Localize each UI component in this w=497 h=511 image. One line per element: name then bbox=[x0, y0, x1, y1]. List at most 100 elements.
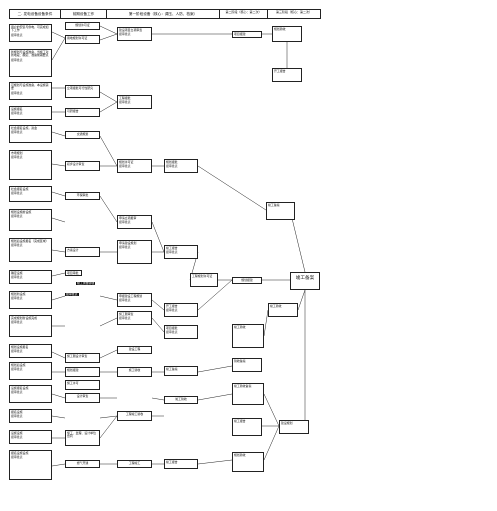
col4-node-2: 竣工报告报审批表 bbox=[164, 245, 198, 259]
node-sub: 报审批表 bbox=[11, 155, 23, 160]
node-sub: 报审批表 bbox=[166, 164, 178, 169]
col1-node-15: 设施报名设施报审批表 bbox=[9, 385, 52, 403]
node-text: 市场规划 bbox=[11, 150, 23, 155]
col2-node-5: 交通规划 bbox=[65, 131, 100, 139]
col3-node-9: 施工验收 bbox=[117, 367, 152, 377]
col2-node-14: 施工、监理、设计单位合同 bbox=[65, 430, 100, 446]
node-sub: 报审批表 bbox=[11, 349, 23, 354]
node-text: 规划设施前设施 bbox=[11, 209, 32, 214]
node-sub: 报审批表 bbox=[166, 330, 178, 335]
col2-node-8: 方案设计 bbox=[65, 247, 100, 257]
node-sub: 报审批表 bbox=[11, 90, 23, 95]
node-text: 项目报批 bbox=[166, 325, 178, 330]
node-sub: 报审批表 bbox=[11, 390, 23, 395]
col1-node-8: 规划设施前设施报审批表 bbox=[9, 209, 52, 231]
black-label-1: 竣工测量验收 bbox=[76, 281, 96, 286]
col2-node-12: 施工许可 bbox=[65, 380, 100, 390]
node-text: 规划设施报名 bbox=[11, 344, 29, 349]
col2-node-9: 项目审批 bbox=[65, 270, 82, 276]
black-label-2: 报审批表 bbox=[65, 292, 79, 297]
node-text: 设施报名 bbox=[11, 106, 23, 111]
col6-node-1: 规划验收 bbox=[272, 26, 302, 42]
header-cell-3: 第一阶段设备（核心：调压、人防、档案） bbox=[106, 9, 220, 19]
node-text: 施工图审查 bbox=[119, 311, 134, 316]
col2-node-4: 可研报告 bbox=[65, 108, 100, 117]
col1-node-2: 新规划与设施准备，当施工对新地段：确定、准备前期要点报审批表 bbox=[9, 49, 52, 77]
col1-node-6: 市场规划报审批表 bbox=[9, 150, 52, 180]
node-text: 报名设施 bbox=[11, 409, 23, 414]
node-text: 竣工报告 bbox=[166, 245, 178, 250]
col1-node-9: 规划后设施报名（完成区域）报审批表 bbox=[9, 238, 52, 262]
col1-node-7: 社会报名设施报审批表 bbox=[9, 186, 52, 202]
node-text: 规划报批 bbox=[166, 159, 178, 164]
col1-node-4: 设施报名报审批表 bbox=[9, 106, 52, 120]
header-cell-5: 第三阶段（核心：第二次） bbox=[267, 9, 321, 19]
node-sub: 报审批表 bbox=[119, 32, 131, 37]
col2-node-2: 用地规划许可证 bbox=[65, 35, 100, 44]
node-text: 规划后设施报名（完成区域） bbox=[11, 238, 49, 243]
node-sub: 报审批表 bbox=[11, 214, 23, 219]
final-node: 竣工备案 bbox=[290, 272, 320, 290]
node-text: 社会报名设施，资金 bbox=[11, 125, 38, 130]
col3-node-4: 申请立项报审报审批表 bbox=[117, 215, 152, 229]
col5-node-4: 竣工验收 bbox=[232, 324, 264, 348]
node-text: 建设项目立项审查 bbox=[119, 27, 143, 32]
node-text: 完成规划新设施完成 bbox=[11, 315, 38, 320]
col3-node-2: 工程报批报审批表 bbox=[117, 95, 152, 109]
col3-node-8: 建设工程 bbox=[117, 346, 152, 354]
node-text: 申请立项报审 bbox=[119, 215, 137, 220]
col1-node-17: 设施设施报审批表 bbox=[9, 430, 52, 444]
col6-node-4: 竣工验收 bbox=[268, 303, 298, 317]
node-sub: 报审批表 bbox=[119, 100, 131, 105]
col5-node-1: 工程规划许可证 bbox=[190, 273, 218, 287]
node-text: 用户的安装与供电，可完成如下工作 bbox=[11, 24, 49, 33]
node-sub: 报审批表 bbox=[119, 164, 131, 169]
node-sub: 报审批表 bbox=[11, 367, 23, 372]
col6-node-5: 建设规划 bbox=[279, 420, 309, 434]
col2-node-15: 燃气开通 bbox=[65, 460, 100, 468]
node-sub: 报审批表 bbox=[119, 245, 131, 250]
col4-node-5: 竣工备案 bbox=[164, 366, 198, 376]
col2-node-6: 初步设计审查 bbox=[65, 161, 100, 171]
node-text: 新规划与设施准备，当施工对新地段：确定、准备前期要点 bbox=[11, 49, 49, 58]
col3-node-10: 工程竣工验收 bbox=[117, 411, 152, 421]
col6-node-2: 开工报告 bbox=[272, 68, 302, 82]
col2-node-1: 规划许可证 bbox=[65, 22, 100, 30]
col2-node-3: 立项报批可行性研究 bbox=[65, 85, 100, 98]
col2-node-10: 施工图设计审查 bbox=[65, 353, 100, 363]
node-sub: 报审批表 bbox=[11, 57, 23, 62]
col1-node-3: 可规划与设施准备，本设施需要报审批表 bbox=[9, 82, 52, 100]
col3-node-1: 建设项目立项审查报审批表 bbox=[117, 27, 152, 41]
col3-node-3: 规划许可证报审批表 bbox=[117, 159, 152, 173]
col3-node-7: 施工图审查报审批表 bbox=[117, 311, 152, 325]
node-text: 可规划与设施准备，本设施需要 bbox=[11, 82, 49, 91]
node-text: 申请建设规划 bbox=[119, 240, 137, 245]
node-text: 设施报名设施 bbox=[11, 385, 29, 390]
node-sub: 报审批表 bbox=[119, 298, 131, 303]
col3-node-11: 工程竣工 bbox=[117, 460, 152, 468]
col1-node-13: 规划设施报名报审批表 bbox=[9, 344, 52, 358]
col1-node-14: 规划后设施报审批表 bbox=[9, 362, 52, 380]
col5-node-7: 竣工报告 bbox=[232, 418, 262, 436]
node-text: 开工报告 bbox=[166, 303, 178, 308]
node-sub: 报审批表 bbox=[11, 243, 23, 248]
col5-node-3: 规划报建 bbox=[232, 277, 262, 284]
node-text: 社会报名设施 bbox=[11, 186, 29, 191]
col3-node-5: 申请建设规划报审批表 bbox=[117, 240, 152, 264]
node-text: 规划后设施 bbox=[11, 362, 26, 367]
col5-node-2: 项目报建 bbox=[232, 31, 262, 38]
node-text: 报名设施设施 bbox=[11, 450, 29, 455]
node-sub: 报审批表 bbox=[119, 220, 131, 225]
node-sub: 报审批表 bbox=[11, 435, 23, 440]
header-cell-2: 前期设备工作 bbox=[60, 9, 107, 19]
node-text: 规划新设施 bbox=[11, 291, 26, 296]
col4-node-7: 竣工报告 bbox=[164, 459, 198, 469]
node-text: 工程报批 bbox=[119, 95, 131, 100]
col4-node-6: 竣工验收 bbox=[164, 396, 198, 404]
col1-node-12: 完成规划新设施完成报审批表 bbox=[9, 315, 52, 337]
node-sub: 报审批表 bbox=[11, 130, 23, 135]
node-sub: 报审批表 bbox=[11, 320, 23, 325]
col4-node-1: 规划报批报审批表 bbox=[164, 159, 198, 173]
